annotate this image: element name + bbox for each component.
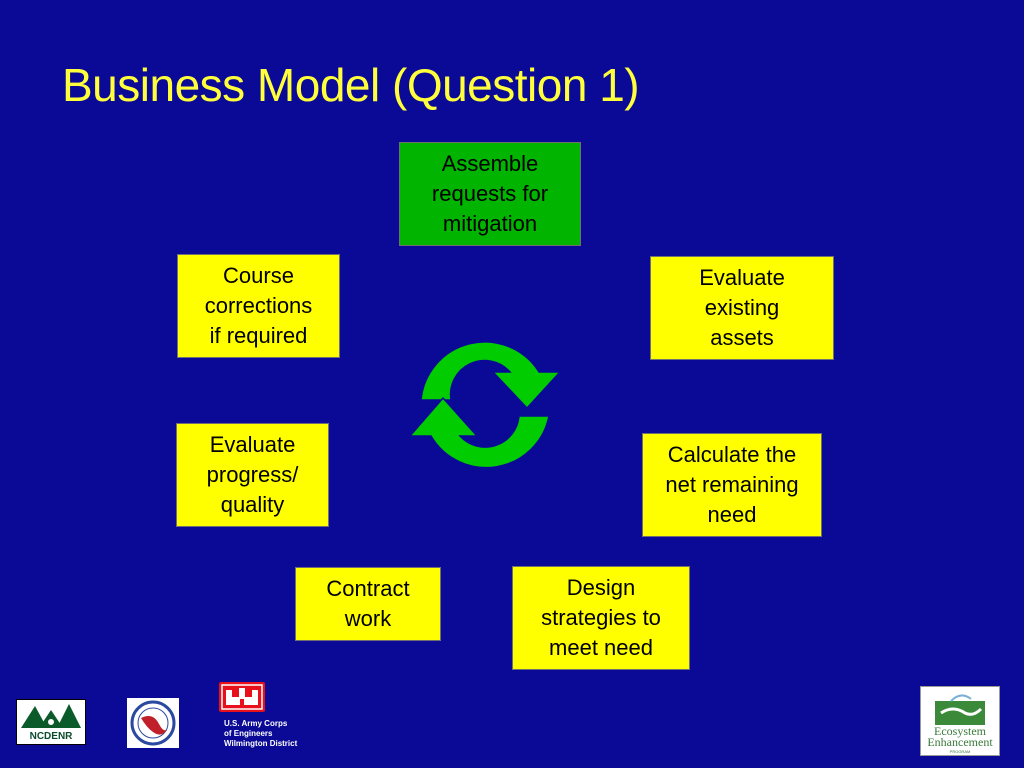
step-calculate-need: Calculate the net remaining need: [642, 433, 822, 537]
ncdenr-mountain-icon: [21, 704, 81, 728]
usace-line-1: U.S. Army Corps: [224, 719, 288, 728]
eep-line-3: PROGRAM: [950, 749, 971, 754]
step-course-corrections: Course corrections if required: [177, 254, 340, 358]
eep-line-1: Ecosystem: [934, 724, 987, 738]
step-evaluate-existing-assets: Evaluate existing assets: [650, 256, 834, 360]
dot-seal-logo: [127, 698, 179, 748]
step-assemble-requests: Assemble requests for mitigation: [399, 142, 581, 246]
ncdenr-logo-text: NCDENR: [29, 731, 73, 742]
step-design-strategies: Design strategies to meet need: [512, 566, 690, 670]
eep-line-2: Enhancement: [927, 735, 993, 749]
usace-line-3: Wilmington District: [224, 739, 298, 748]
circular-arrows-icon: [408, 341, 562, 469]
usace-castle-logo: [219, 682, 265, 712]
slide-title: Business Model (Question 1): [62, 59, 640, 111]
eep-leaf-icon: Ecosystem Enhancement PROGRAM: [927, 694, 993, 754]
eep-logo: Ecosystem Enhancement PROGRAM: [920, 686, 1000, 756]
step-contract-work: Contract work: [295, 567, 441, 641]
usace-caption: U.S. Army Corps of Engineers Wilmington …: [224, 719, 297, 749]
usace-line-2: of Engineers: [224, 729, 273, 738]
ncdenr-logo: NCDENR: [16, 699, 86, 745]
step-evaluate-progress: Evaluate progress/ quality: [176, 423, 329, 527]
